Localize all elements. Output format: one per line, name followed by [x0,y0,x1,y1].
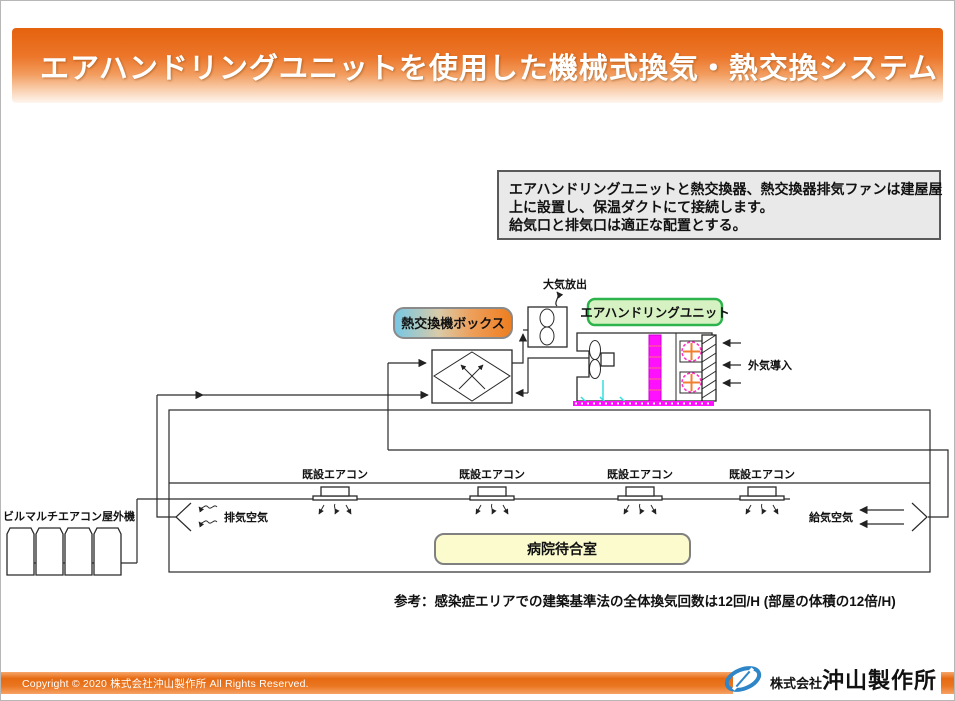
ac-unit-2 [469,486,515,515]
exhaust-air-label: 排気空気 [224,510,268,524]
supply-diffuser [859,502,928,532]
outside-air-arrows [722,338,741,388]
company-logo-icon [724,666,762,692]
outdoor-units [6,499,138,576]
company-logo-box: 株式会社 沖山製作所 [724,660,941,698]
ac-unit-4 [739,486,785,515]
air-handling-unit [573,332,717,406]
ac-label-1: 既設エアコン [302,467,368,481]
ac-unit-1 [312,486,358,515]
ahu-label: エアハンドリングユニット [580,305,730,320]
heat-exchanger-tag: 熱交換機ボックス [393,307,513,339]
exhaust-fan [527,291,568,348]
ahu-coil-fan [681,341,702,362]
ac-label-3: 既設エアコン [607,467,673,481]
atmosphere-release-label: 大気放出 [543,277,587,291]
ac-label-4: 既設エアコン [729,467,795,481]
note-box: エアハンドリングユニットと熱交換器、熱交換器排気ファンは建屋屋 上に設置し、保温… [497,170,943,240]
heat-exchanger [431,349,513,404]
heat-exchanger-label: 熱交換機ボックス [401,316,505,331]
company-name: 株式会社 沖山製作所 [770,663,937,695]
copyright-text: Copyright © 2020 株式会社沖山製作所 All Rights Re… [22,678,309,690]
room-label: 病院待合室 [527,541,597,557]
footer-bar [0,672,955,694]
company-title: 沖山製作所 [821,668,937,693]
note-line-2: 上に設置し、保温ダクトにて接続します。 [509,199,774,215]
duct-lines [156,329,949,518]
supply-air-label: 給気空気 [809,510,853,524]
title-bar: エアハンドリングユニットを使用した機械式換気・熱交換システム [12,28,943,103]
ahu-coil-fan [681,372,702,393]
room-outline [137,409,931,573]
ac-unit-3 [617,486,663,515]
company-prefix: 株式会社 [769,676,822,691]
ac-label-2: 既設エアコン [459,467,525,481]
ahu-base [573,401,714,406]
ahu-tag: エアハンドリングユニット [580,297,730,327]
page-title: エアハンドリングユニットを使用した機械式換気・熱交換システム [40,52,938,85]
reference-note: 参考：感染症エリアでの建築基準法の全体換気回数は12回/H (部屋の体積の12倍… [394,594,896,609]
note-line-1: エアハンドリングユニットと熱交換器、熱交換器排気ファンは建屋屋 [509,181,943,197]
exhaust-diffuser [175,502,218,532]
outdoor-unit-label: ビルマルチエアコン屋外機 [3,509,135,523]
room-name-box: 病院待合室 [434,533,691,565]
note-line-3: 給気口と排気口は適正な配置とする。 [509,217,747,233]
outside-air-label: 外気導入 [747,358,792,372]
